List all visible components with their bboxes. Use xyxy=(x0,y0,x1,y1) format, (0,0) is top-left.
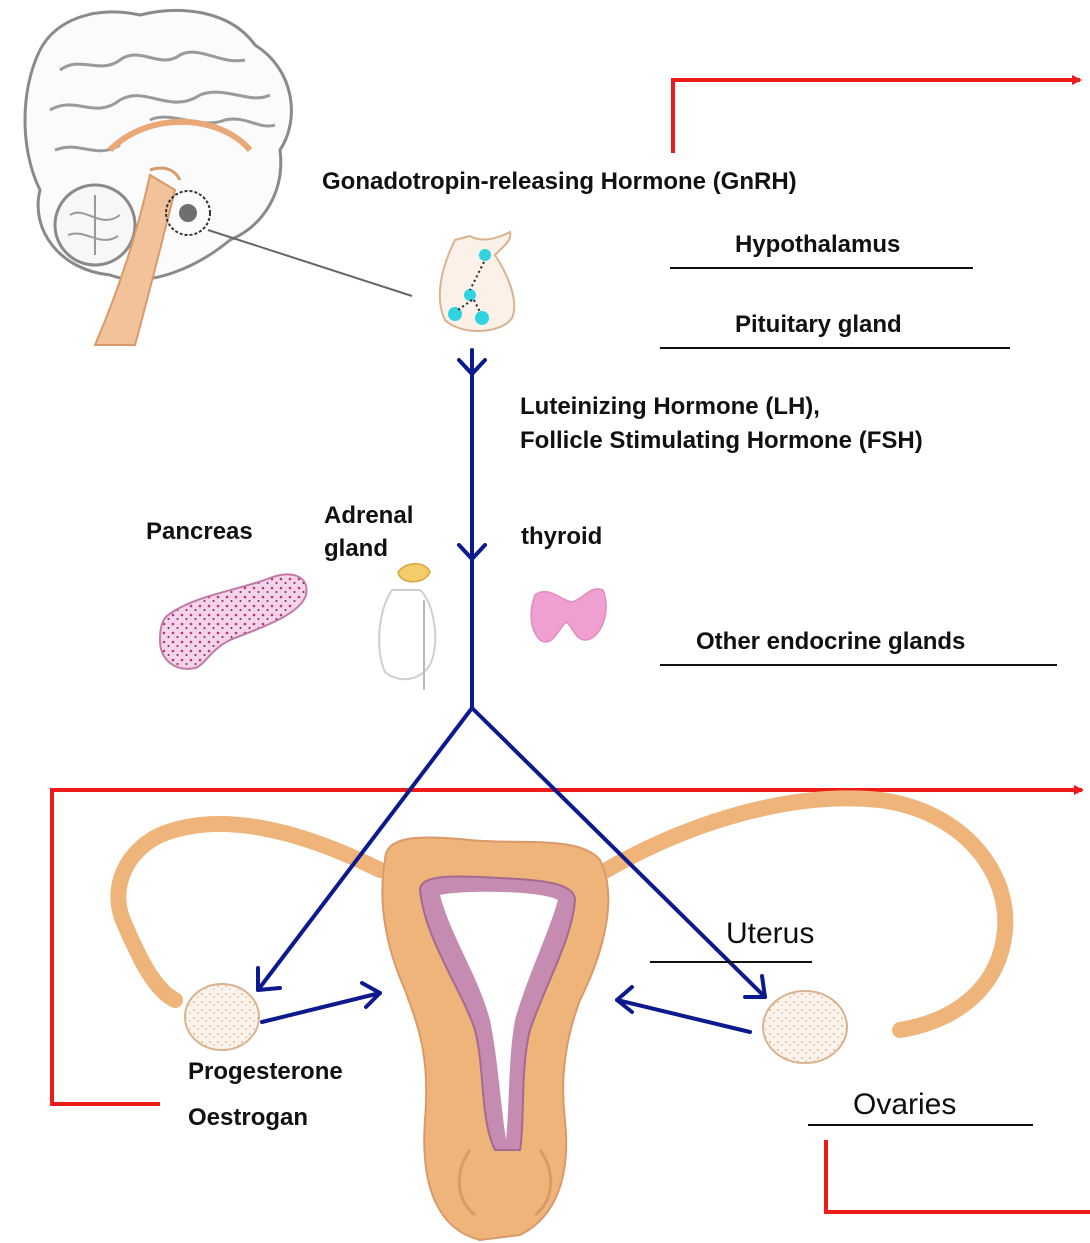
hypothalamus-underline xyxy=(670,267,973,269)
thyroid-icon xyxy=(531,589,606,642)
uterus-label: Uterus xyxy=(726,912,814,956)
pituitary-label: Pituitary gland xyxy=(735,308,902,343)
other-glands-label: Other endocrine glands xyxy=(696,625,965,660)
ovaries-label: Ovaries xyxy=(853,1083,956,1127)
progesterone-label: Progesterone xyxy=(188,1055,343,1090)
ovary-to-uterus-right xyxy=(617,1000,750,1032)
hypothalamus-label: Hypothalamus xyxy=(735,228,900,263)
other-glands-underline xyxy=(660,664,1057,666)
pituitary-underline xyxy=(660,347,1010,349)
adrenal-label-line2: gland xyxy=(324,532,388,567)
gnrh-label: Gonadotropin-releasing Hormone (GnRH) xyxy=(322,165,797,200)
right-ovary-icon xyxy=(763,991,847,1063)
thyroid-label: thyroid xyxy=(521,520,602,555)
pituitary-gland-icon xyxy=(440,232,514,331)
fsh-label: Follicle Stimulating Hormone (FSH) xyxy=(520,424,923,459)
ovary-to-uterus-left xyxy=(262,993,380,1022)
left-ovary-icon xyxy=(185,984,259,1050)
adrenal-gland-icon xyxy=(379,564,435,690)
feedback-arrow-top xyxy=(673,80,1080,153)
pancreas-label: Pancreas xyxy=(146,515,253,550)
ovaries-underline xyxy=(808,1124,1033,1126)
uterus-underline xyxy=(650,961,812,963)
adrenal-label-line1: Adrenal xyxy=(324,499,413,534)
pancreas-icon xyxy=(160,574,307,668)
feedback-arrow-bottom xyxy=(826,1140,1090,1212)
arrowhead-uterus-right xyxy=(617,987,632,1012)
lh-label: Luteinizing Hormone (LH), xyxy=(520,390,820,425)
oestrogen-label: Oestrogan xyxy=(188,1101,308,1136)
